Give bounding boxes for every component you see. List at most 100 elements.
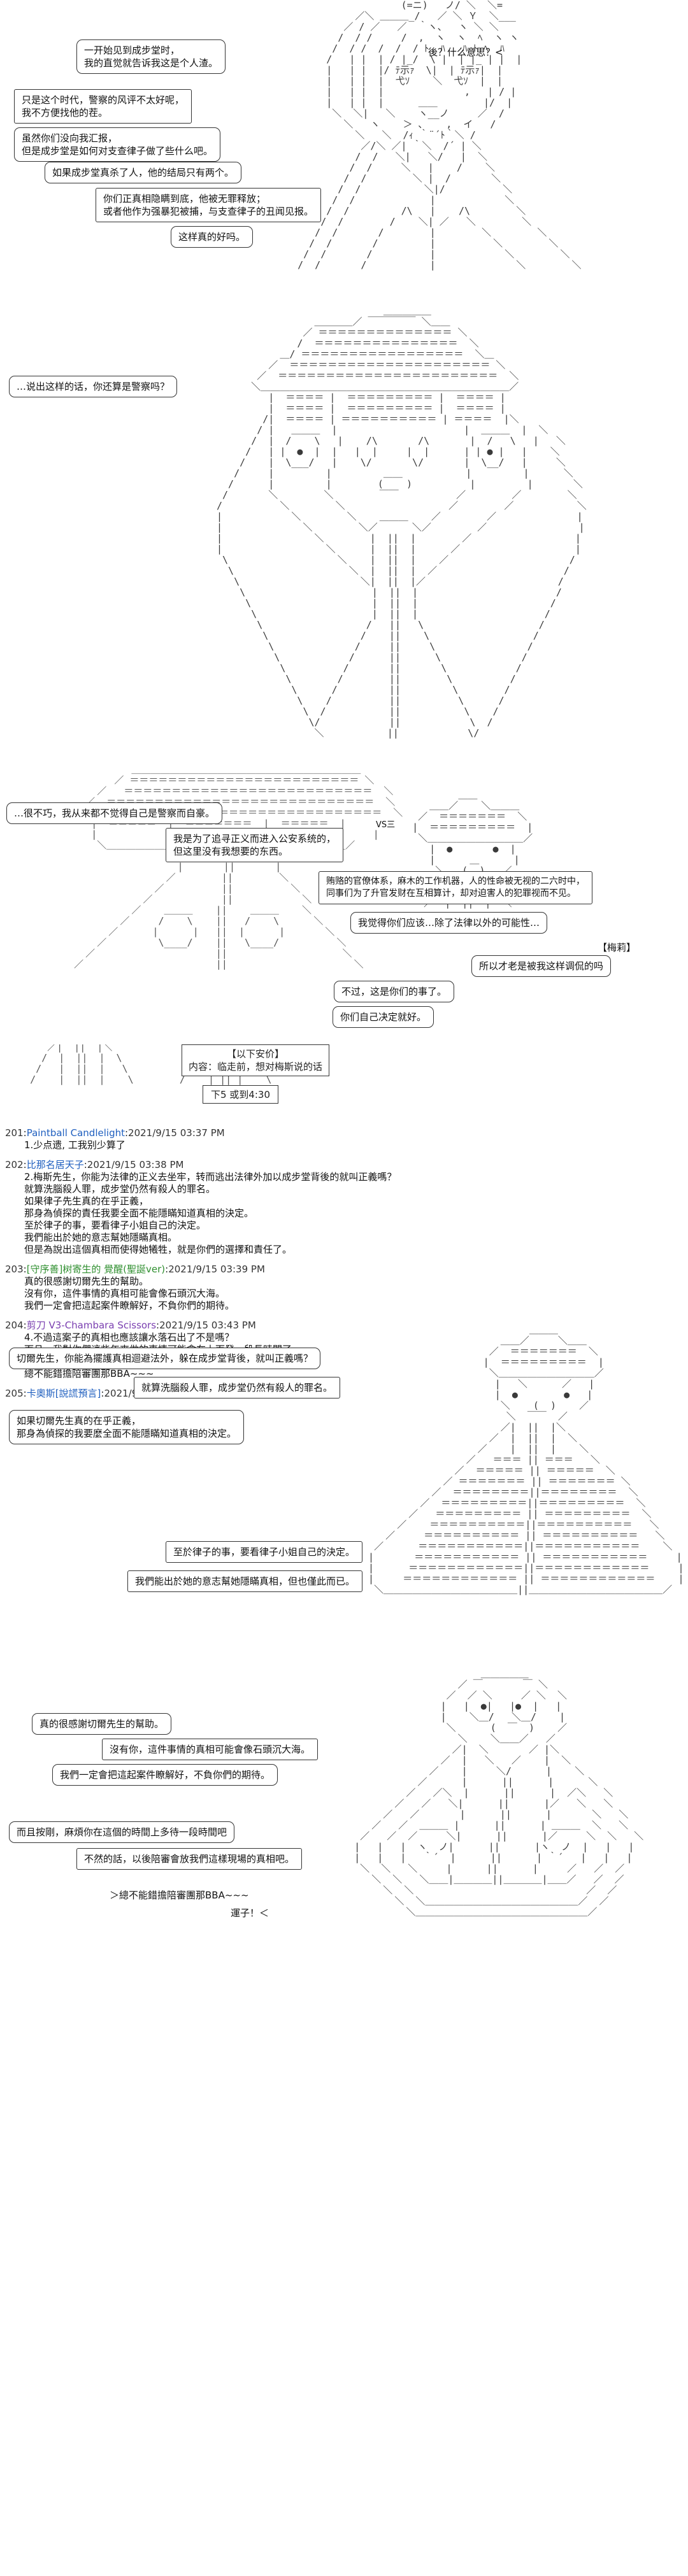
bubble-line: 我不方便找他的茬。 [22,107,108,118]
comment-body: 1.少点遗, 工我别少算了 [5,1139,680,1151]
bubble-line: 如果成步堂真杀了人，他的结局只有两个。 [52,167,234,178]
comment-date: 2021/9/15 03:39 PM [168,1263,265,1275]
upper-right-line: 後？什么意思？< [428,46,503,58]
bubble-line: 至於律子的事，要看律子小姐自己的決定。 [173,1546,355,1558]
comment-number: 203 [5,1263,24,1275]
comment-line: 4.不過這案子的真相也應該讓水落石出了不是嗎？ [24,1332,234,1343]
small-label-vs: VS三 [376,820,396,830]
comment-number: 205 [5,1388,24,1399]
comment-body: 2.梅斯先生，你能为法律的正义去坐牢，转而逃出法律外加以成步堂背後的就叫正義嗎？… [5,1171,680,1256]
bubble-line: 所以才老是被我这样调侃的吗 [479,960,604,972]
bubble-line: 我的直觉就告诉我这是个人渣。 [84,57,219,69]
bubble-line: 不过，这是你们的事了。 [341,986,447,997]
vote-info-time-text: 下5 或到4:30 [211,1089,270,1100]
speech-bubble-stay-longer: 而且按剛，麻煩你在這個的時間上多待一段時間吧 [9,1821,235,1843]
tail-line: ＞總不能錯擔陪審團那BBA~~~ [110,1889,249,1901]
comment-header: 202:比那名居天子:2021/9/15 03:38 PM [5,1159,184,1171]
comment-author-link[interactable]: Paintball Candlelight [26,1127,125,1139]
speech-bubble-your-business: 不过，这是你们的事了。 [334,981,455,1002]
comment-number: 201 [5,1127,24,1139]
comment-line: 2.梅斯先生，你能为法律的正义去坐牢，转而逃出法律外加以成步堂背後的就叫正義嗎？ [24,1171,397,1183]
ascii-art-figure-bottom: ＿＿＿＿＿ ／ ￣ ￣ ＼ ／ ／ ＼ ／ ＼ ＼ | | ●| |● | | … [354,1669,644,1918]
ascii-art-figure-hatted-standing: ＿＿＿ ＿＿／ ＼＿＿ ／ ＝＝＝＝＝＝＝ ＼ | ＝＝＝＝＝＝＝＝＝ | ＼＿… [368,1325,684,1595]
panel-5: ＿＿＿ ＿＿／ ＼＿＿ ／ ＝＝＝＝＝＝＝ ＼ | ＝＝＝＝＝＝＝＝＝ | ＼＿… [0,1325,688,1656]
speech-bubble-justice: 我是为了追寻正义而进入公安系统的， 但这里没有我想要的东西。 [166,828,344,862]
bubble-line: 一开始见到成步堂时， [84,45,180,56]
comment-line: 但是為說出這個真相而使得她犧牲，就是你們的選擇和責任了。 [24,1244,292,1255]
comment-line: 那身為偵探的責任我要全面不能隱瞞知道真相的決定。 [24,1207,254,1219]
panel-2: ＿＿＿＿＿ ＿＿＿＿／ ￣￣￣￣￣ ＼＿＿ ／ ＝＝＝＝＝＝＝＝＝＝＝＝＝＝ ＼… [0,306,688,764]
speech-bubble-thanks: 真的很感謝切爾先生的幫助。 [32,1713,172,1735]
comment-header: 201:Paintball Candlelight:2021/9/15 03:3… [5,1127,225,1139]
comment-201: 201:Paintball Candlelight:2021/9/15 03:3… [5,1127,680,1151]
speech-bubble-5: 你们正真相隐瞒到底，他被无罪释放； 或者他作为强暴犯被捕，与支查律子的丑闻见报。 [96,188,322,222]
comment-line: 至於律子的事，要看律子小姐自己的決定。 [24,1220,206,1231]
ascii-art-character-upper: (=ニ) ノ/ ＼ ＼= ／＼ ＿＿＿_/ ／ ＼ Ｙ ＼___ ／ / ／ ／… [297,0,582,271]
bubble-line: 你们自己决定就好。 [340,1011,427,1023]
speech-bubble-justice-question: 切爾先生，你能為擺護真相迴避法外，躲在成步堂背後，就叫正義嗎？ [9,1348,321,1369]
ascii-art-hat-character: ＿＿＿＿＿ ＿＿＿＿／ ￣￣￣￣￣ ＼＿＿ ／ ＝＝＝＝＝＝＝＝＝＝＝＝＝＝ ＼… [217,306,587,739]
vote-info-time: 下5 或到4:30 [203,1085,278,1104]
speech-bubble-detective-duty: 如果切爾先生真的在乎正義， 那身為偵探的我要麼全面不能隱瞞知道真相的決定。 [9,1410,245,1444]
bubble-line: 你们正真相隐瞒到底，他被无罪释放； [103,193,266,204]
comment-line: 總不能錯擔陪審團那BBA~~~ [24,1368,154,1379]
bubble-line: 就算洗腦殺人罪，成步堂仍然有殺人的罪名。 [141,1382,333,1393]
comment-date: 2021/9/15 03:43 PM [159,1320,256,1331]
speech-bubble-4: 如果成步堂真杀了人，他的结局只有两个。 [45,162,242,183]
bubble-line: 但这里没有我想要的东西。 [173,846,289,857]
vote-info-content: 内容：临走前，想对梅斯说的话 [189,1061,323,1072]
speech-bubble-ritsuko-decision: 至於律子的事，要看律子小姐自己的決定。 [166,1541,363,1563]
bubble-line: 或者他作为强暴犯被捕，与支查律子的丑闻见报。 [103,206,314,217]
comment-author-link[interactable]: 剪刀 V3-Chambara Scissors [26,1320,157,1331]
bubble-line: 同事们为了升官发财在互相算计，却对迫害人的犯罪视而不见。 [326,888,576,899]
speech-bubble-bureaucracy: 贿赂的官僚体系，麻木的工作机器，人的性命被无视的二六时中， 同事们为了升官发财在… [319,871,592,904]
bubble-line: 真的很感謝切爾先生的幫助。 [39,1718,164,1730]
bubble-line: 我們一定會把這起案件瞭解好，不負你們的期待。 [60,1769,271,1781]
speech-bubble-question: …说出这样的话，你还算是警察吗？ [9,376,178,397]
comment-line: 1.少点遗, 工我别少算了 [24,1139,125,1151]
bubble-line: 我們能出於她的意志幫她隱瞞真相，但也僅此而已。 [135,1576,355,1587]
speech-bubble-6: 这样真的好吗。 [171,226,254,248]
bubble-line: 虽然你们没向我汇报， [22,132,118,144]
side-tag-meili: 【梅莉】 [598,942,636,953]
comment-line: 沒有你，這件事情的真相可能會像石頭沉大海。 [24,1288,226,1299]
bubble-line: 我觉得你们应该…除了法律以外的可能性… [358,917,540,929]
bubble-line: 那身為偵探的我要麼全面不能隱瞞知道真相的決定。 [17,1428,237,1439]
speech-bubble-possibility: 我觉得你们应该…除了法律以外的可能性… [350,912,548,934]
speech-bubble-3: 虽然你们没向我汇报， 但是成步堂是如何对支查律子做了些什么吧。 [14,127,221,162]
speech-bubble-jury: 不然的話，以後陪審會放我們這樣現場的真相吧。 [76,1848,303,1870]
speech-bubble-murder-charge: 就算洗腦殺人罪，成步堂仍然有殺人的罪名。 [134,1377,341,1398]
comment-number: 202 [5,1159,24,1171]
speech-bubble-sea: 沒有你，這件事情的真相可能會像石頭沉大海。 [102,1739,319,1760]
speech-bubble-2: 只是这个时代，警察的风评不太好呢， 我不方便找他的茬。 [14,89,192,124]
comment-author-link[interactable]: 卡奧斯[說謊預言] [26,1388,101,1399]
bubble-line: 沒有你，這件事情的真相可能會像石頭沉大海。 [110,1744,311,1755]
signature-line: 運子！＜ [231,1907,269,1919]
speech-bubble-decide: 你们自己决定就好。 [333,1006,434,1028]
bubble-line: …说出这样的话，你还算是警察吗？ [17,381,170,392]
bubble-line: 这样真的好吗。 [178,231,246,243]
panel-1: (=ニ) ノ/ ＼ ＼= ／＼ ＿＿＿_/ ／ ＼ Ｙ ＼___ ／ / ／ ／… [0,0,688,306]
comment-header: 203:[守序善]树寄生的 覺醒(聖誕ver):2021/9/15 03:39 … [5,1263,265,1275]
comment-date: 2021/9/15 03:37 PM [128,1127,225,1139]
speech-bubble-not-proud: …很不巧，我从来都不觉得自己是警察而自豪。 [6,802,223,824]
comment-author-link[interactable]: [守序善]树寄生的 覺醒(聖誕ver) [26,1263,166,1275]
bubble-line: 我是为了追寻正义而进入公安系统的， [173,833,336,844]
bubble-line: 只是这个时代，警察的风评不太好呢， [22,94,185,106]
comment-body: 真的很感謝切爾先生的幫助。 沒有你，這件事情的真相可能會像石頭沉大海。 我們一定… [5,1276,680,1312]
bubble-line: 贿赂的官僚体系，麻木的工作机器，人的性命被无视的二六时中， [326,876,585,886]
comment-line: 真的很感謝切爾先生的幫助。 [24,1276,149,1287]
bubble-line: 切爾先生，你能為擺護真相迴避法外，躲在成步堂背後，就叫正義嗎？ [17,1353,313,1364]
comment-date: 2021/9/15 03:38 PM [87,1159,184,1171]
comment-author-link[interactable]: 比那名居天子 [26,1159,84,1171]
panel-3: ＿＿＿＿＿＿＿＿＿＿＿＿＿＿＿＿＿＿＿＿＿＿＿＿ ／ ＝＝＝＝＝＝＝＝＝＝＝＝＝… [0,764,688,1038]
comment-line: 如果律子先生真的在乎正義， [24,1195,149,1207]
bubble-line: 如果切爾先生真的在乎正義， [17,1415,141,1427]
panel-6: ＿＿＿＿＿ ／ ￣ ￣ ＼ ／ ／ ＼ ／ ＼ ＼ | | ●| |● | | … [0,1669,688,1961]
speech-bubble-1: 一开始见到成步堂时， 我的直觉就告诉我这是个人渣。 [76,39,226,74]
speech-bubble-teased: 所以才老是被我这样调侃的吗 [471,955,612,977]
bubble-line: 不然的話，以後陪審會放我們這樣現場的真相吧。 [84,1853,295,1865]
vote-info-box: 【以下安价】 内容：临走前，想对梅斯说的话 [182,1044,330,1076]
vote-info-title: 【以下安价】 [227,1048,285,1060]
bubble-line: 但是成步堂是如何对支查律子做了些什么吧。 [22,145,213,157]
